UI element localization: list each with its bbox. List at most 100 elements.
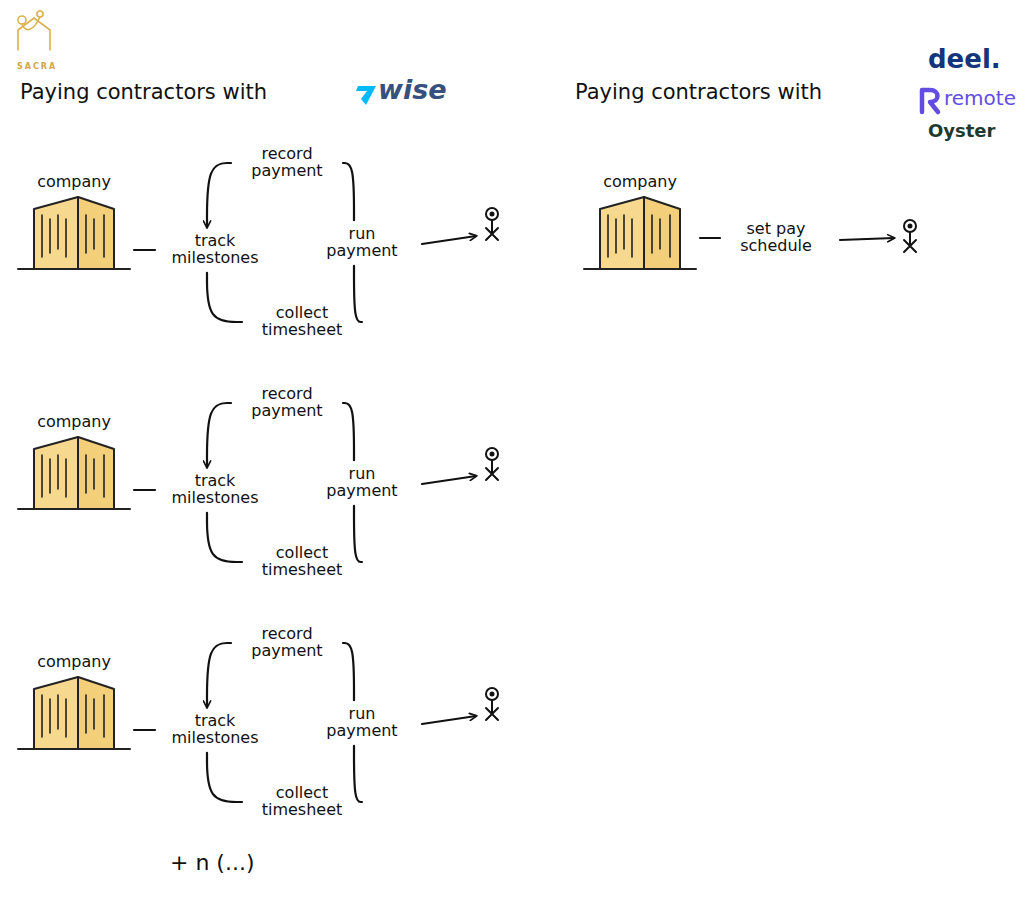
flow-connector <box>207 273 242 322</box>
building-icon <box>24 191 124 273</box>
deel-logo: deel. <box>928 44 1001 74</box>
heading: Paying contractors with <box>20 80 267 104</box>
flow-connector <box>207 753 242 802</box>
window-stroke <box>103 695 105 737</box>
window-stroke <box>49 219 51 253</box>
building-icon <box>24 671 124 753</box>
step-label: collect timesheet <box>248 545 356 579</box>
building-label: company <box>18 654 130 671</box>
window-stroke <box>49 459 51 493</box>
step-text: record payment <box>237 146 337 180</box>
window-stroke <box>93 459 95 489</box>
building-label: company <box>584 174 696 191</box>
ground-line <box>584 268 696 270</box>
step-label: record payment <box>237 146 337 180</box>
figure-dot <box>491 693 494 696</box>
payout-arrow <box>422 716 476 724</box>
contractor-figure <box>904 220 916 252</box>
flow-connector <box>343 403 354 460</box>
window-stroke <box>65 459 67 497</box>
window-stroke <box>85 455 87 493</box>
sacra-flower <box>18 16 26 24</box>
building-side <box>78 437 114 509</box>
window-stroke <box>57 215 59 249</box>
step-text: collect timesheet <box>248 545 356 579</box>
figure-legs <box>486 468 498 480</box>
wise-logo: wise <box>378 74 447 105</box>
step-text: set pay schedule <box>726 221 826 255</box>
figure-dot <box>491 213 494 216</box>
step-text: run payment <box>317 226 407 260</box>
building-front <box>600 197 644 269</box>
step-text: track milestones <box>161 473 269 507</box>
note: + n (...) <box>170 850 255 875</box>
ground-line <box>18 268 130 270</box>
building-side <box>78 677 114 749</box>
step-label: run payment <box>317 226 407 260</box>
step-text: run payment <box>317 706 407 740</box>
figure-head <box>486 688 498 700</box>
step-label: run payment <box>317 466 407 500</box>
figure-legs <box>486 708 498 720</box>
flow-connector <box>354 746 362 802</box>
flow-connector <box>354 266 362 322</box>
window-stroke <box>103 455 105 497</box>
payment-arrows <box>422 236 894 724</box>
window-stroke <box>65 699 67 737</box>
step-text: record payment <box>237 386 337 420</box>
figure-dot <box>909 225 912 228</box>
step-text: track milestones <box>161 713 269 747</box>
ground-line <box>18 508 130 510</box>
building-label: company <box>18 414 130 431</box>
window-stroke <box>651 215 653 253</box>
window-stroke <box>623 215 625 249</box>
window-stroke <box>65 219 67 257</box>
figure-head <box>486 448 498 460</box>
window-stroke <box>615 219 617 253</box>
payout-arrow <box>422 476 476 484</box>
step-text: collect timesheet <box>248 785 356 819</box>
step-label: record payment <box>237 626 337 660</box>
contractor-figures <box>486 208 916 720</box>
step-label: track milestones <box>161 473 269 507</box>
company-building: company <box>584 174 696 273</box>
flow-connector <box>343 163 354 220</box>
window-stroke <box>49 699 51 733</box>
logo-wordmark: SACRA <box>17 62 57 71</box>
step-text: run payment <box>317 466 407 500</box>
sacra-flower <box>37 11 43 17</box>
window-stroke <box>85 695 87 733</box>
step-label: collect timesheet <box>248 785 356 819</box>
flow-connector <box>134 489 155 491</box>
flow-connector <box>134 729 155 731</box>
step-label: collect timesheet <box>248 305 356 339</box>
figure-dot <box>491 453 494 456</box>
step-text: record payment <box>237 626 337 660</box>
building-label: company <box>18 174 130 191</box>
flow-connector <box>207 163 231 227</box>
company-building: company <box>18 174 130 273</box>
remote-mark <box>922 90 938 112</box>
step-label: track milestones <box>161 713 269 747</box>
contractor-figure <box>486 208 498 240</box>
building-front <box>34 437 78 509</box>
company-building: company <box>18 414 130 513</box>
step-label: record payment <box>237 386 337 420</box>
flow-connector <box>134 249 155 251</box>
building-front <box>34 677 78 749</box>
flow-connector <box>207 403 231 467</box>
payout-arrow <box>422 236 476 244</box>
figure-legs <box>486 228 498 240</box>
sacra-stem <box>22 17 40 30</box>
window-stroke <box>93 219 95 249</box>
figure-legs <box>904 240 916 252</box>
building-front <box>34 197 78 269</box>
sacra-house <box>18 18 50 50</box>
oyster-logo: Oyster <box>928 120 995 141</box>
step-label: track milestones <box>161 233 269 267</box>
sacra-mark <box>18 11 50 50</box>
window-stroke <box>85 215 87 253</box>
step-text: track milestones <box>161 233 269 267</box>
